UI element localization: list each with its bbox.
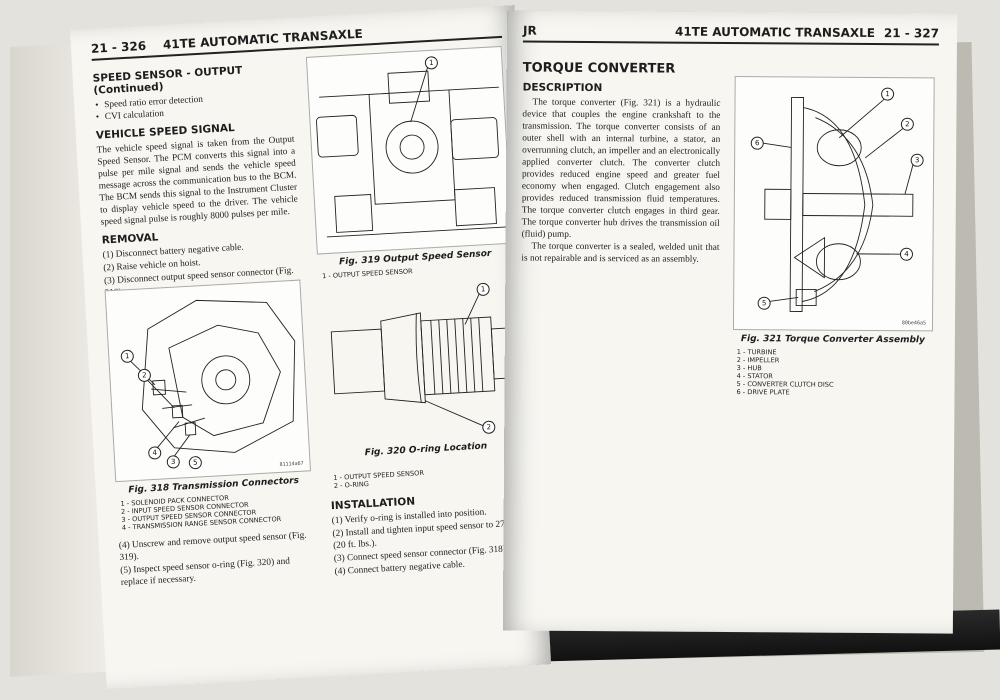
installation-section: INSTALLATION (1) Verify o-ring is instal… [330, 485, 530, 579]
left-page: 21 - 326 41TE AUTOMATIC TRANSAXLE SPEED … [70, 5, 552, 689]
removal-steps-continued: (4) Unscrew and remove output speed sens… [119, 529, 319, 590]
description-paragraph: The torque converter (Fig. 321) is a hyd… [521, 97, 721, 240]
left-text-column: SPEED SENSOR - OUTPUT (Continued) Speed … [92, 58, 303, 301]
fig321-callout: 3 [915, 156, 920, 164]
torque-converter-illustration: 1 2 3 4 5 6 [750, 87, 924, 312]
legend-item: 6 - DRIVE PLATE [736, 388, 790, 397]
fig318-callout: 1 [125, 352, 130, 360]
fig321-legend: 1 - TURBINE 2 - IMPELLER 3 - HUB 4 - STA… [736, 348, 932, 397]
fig321-caption: Fig. 321 Torque Converter Assembly [740, 334, 925, 346]
fig321-callout: 5 [762, 299, 767, 307]
fig318-callout: 2 [142, 371, 147, 379]
fig319-callout: 1 [429, 59, 434, 67]
fig318-legend: 1 - SOLENOID PACK CONNECTOR 2 - INPUT SP… [120, 489, 321, 532]
o-ring-illustration: 1 2 [330, 282, 513, 434]
fig321-callout: 6 [755, 139, 760, 147]
right-page-header: JR 41TE AUTOMATIC TRANSAXLE 21 - 327 [522, 20, 940, 46]
right-header-jr: JR [522, 23, 537, 38]
fig320-callout: 2 [486, 423, 491, 431]
fig-321-torque-converter-assembly: 1 2 3 4 5 6 80be46a5 [732, 76, 935, 332]
sensor-threads [430, 317, 484, 395]
vehicle-speed-text: The vehicle speed signal is taken from t… [96, 134, 299, 228]
fig-320-o-ring-location: 1 2 [319, 278, 524, 447]
right-chapter-title: 41TE AUTOMATIC TRANSAXLE [674, 24, 876, 41]
transmission-illustration: 1 2 4 3 5 [120, 299, 296, 470]
page-title: TORQUE CONVERTER [522, 60, 676, 77]
fig321-ref: 80be46a5 [901, 320, 927, 327]
right-text-column: TORQUE CONVERTER DESCRIPTION The torque … [521, 61, 720, 266]
fig321-callout: 2 [905, 120, 910, 128]
right-page-number: 21 - 327 [883, 26, 940, 41]
left-chapter-title: 41TE AUTOMATIC TRANSAXLE [162, 26, 364, 52]
fig321-callout: 1 [885, 90, 890, 98]
fig-318-transmission-connectors: 1 2 4 3 5 81114a67 [104, 279, 312, 483]
output-speed-sensor-illustration: 1 [316, 56, 507, 238]
fig-319-output-speed-sensor: 1 [305, 45, 513, 255]
description-heading: DESCRIPTION [522, 81, 603, 95]
fig318-callout: 4 [152, 449, 157, 457]
fig318-callout: 5 [193, 459, 198, 467]
fig320-callout: 1 [481, 285, 486, 293]
left-page-number: 21 - 326 [90, 38, 147, 56]
fig321-callout: 4 [904, 250, 909, 258]
fig318-callout: 3 [171, 458, 176, 466]
right-page: JR 41TE AUTOMATIC TRANSAXLE 21 - 327 TOR… [502, 10, 958, 634]
description-paragraph: The torque converter is a sealed, welded… [521, 241, 720, 265]
